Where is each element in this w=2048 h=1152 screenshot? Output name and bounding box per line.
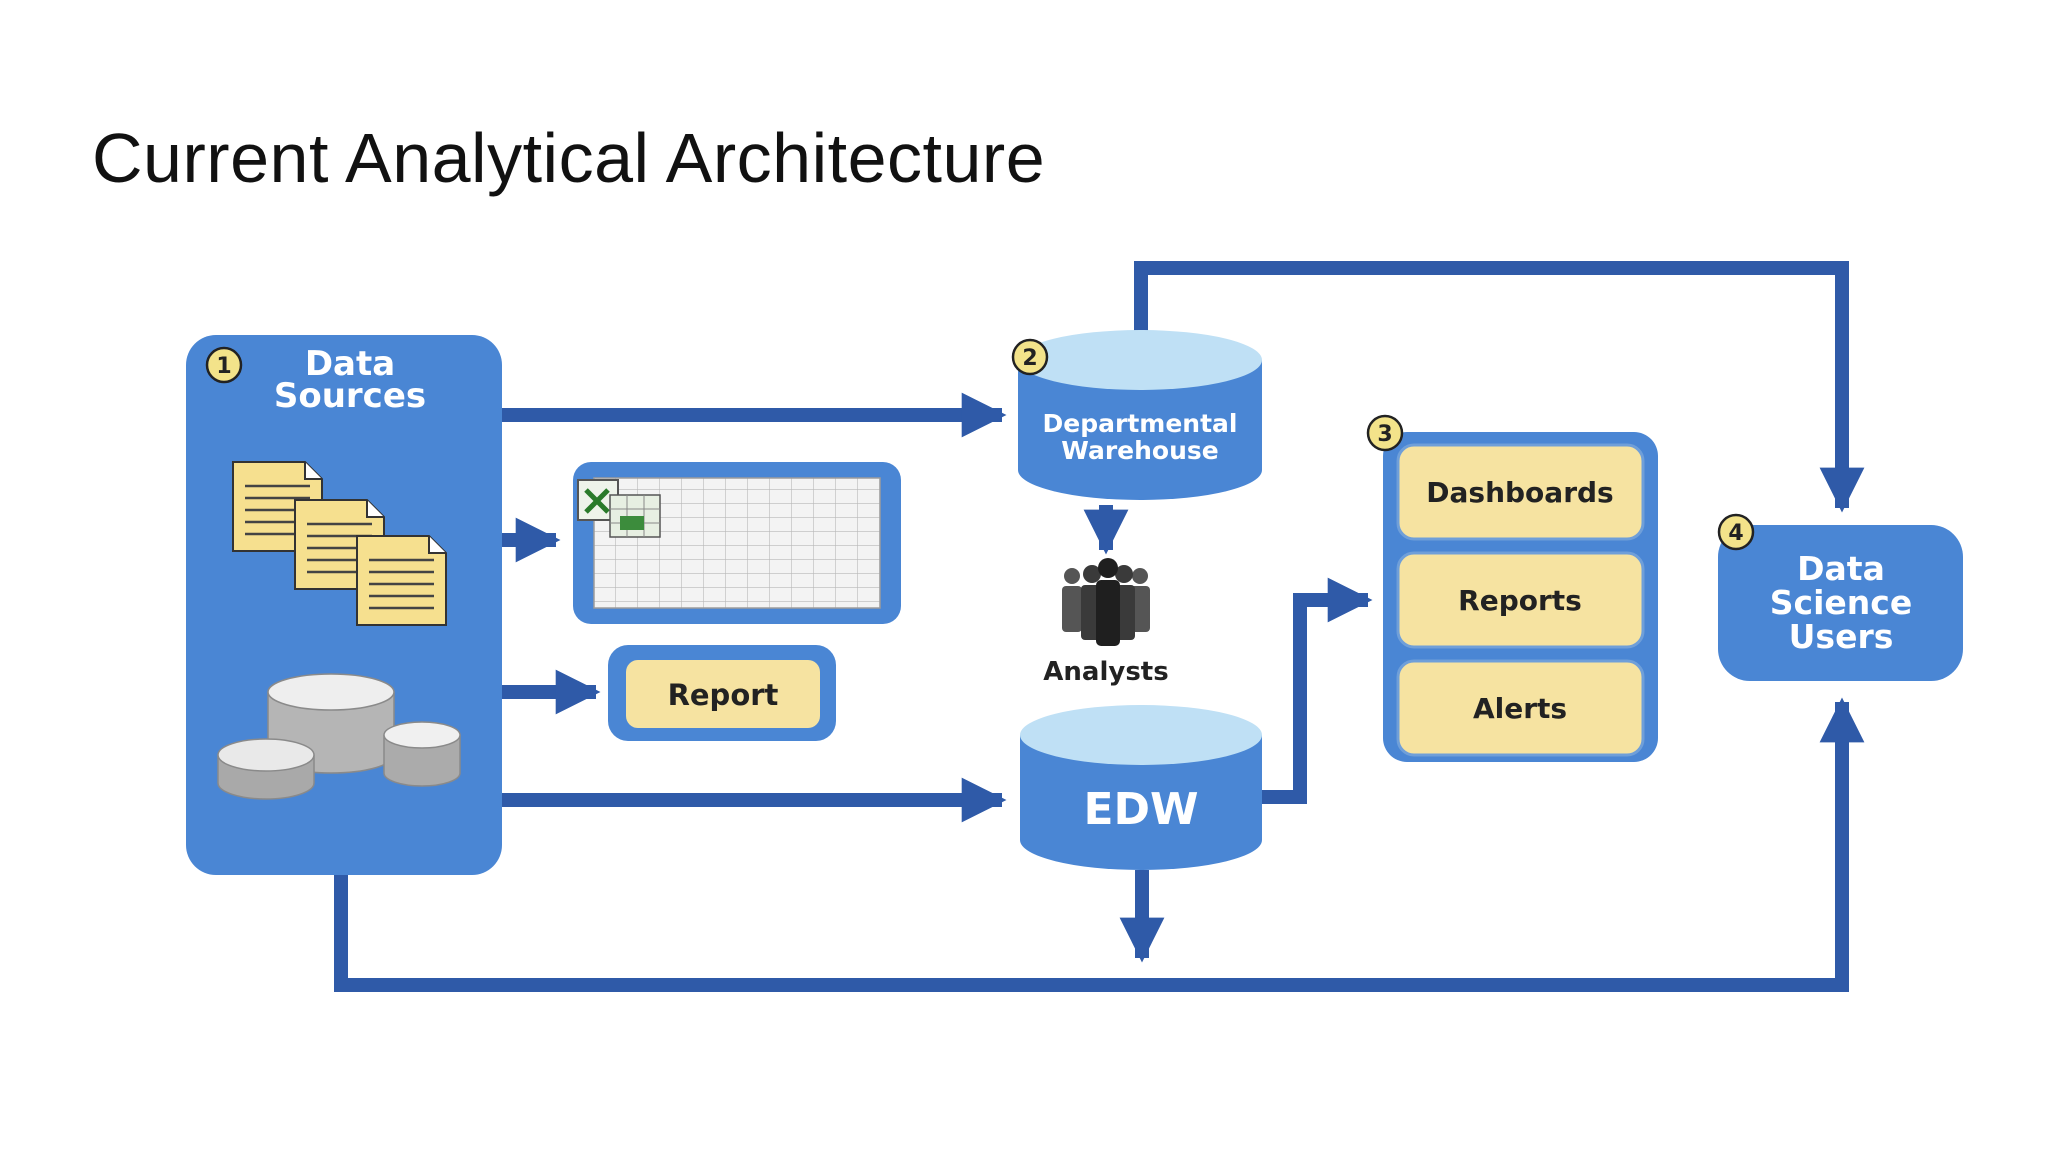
badge-4 [1717, 513, 1755, 551]
badge-1 [205, 346, 243, 384]
arrow-warehouse-to-data-science [1134, 261, 1865, 513]
reports-label: Reports [1458, 584, 1582, 617]
output-item-reports: Reports [1396, 551, 1645, 649]
data-science-label-line1: Data [1797, 549, 1885, 588]
report-panel: Report [608, 645, 836, 741]
data-science-users-panel: 4 Data Science Users [1717, 513, 1963, 681]
analysts-group: Analysts [1043, 558, 1169, 687]
data-sources-panel: 1 Data Sources [186, 335, 502, 875]
alerts-label: Alerts [1473, 692, 1567, 725]
badge-3 [1366, 414, 1404, 452]
warehouse-label-line1: Departmental [1043, 409, 1238, 438]
output-item-alerts: Alerts [1396, 659, 1645, 757]
departmental-warehouse-cylinder: 2 Departmental Warehouse [1011, 330, 1262, 500]
arrow-sources-to-data-science [334, 697, 1865, 992]
data-science-label-line2: Science [1770, 583, 1912, 622]
analysts-label: Analysts [1043, 657, 1168, 687]
edw-cylinder: EDW [1020, 705, 1262, 870]
data-sources-label-line2: Sources [274, 376, 426, 416]
people-group-icon [1062, 558, 1150, 646]
slide-title: Current Analytical Architecture [92, 119, 1046, 197]
data-sources-label-line1: Data [305, 344, 395, 384]
output-item-dashboards: Dashboards [1396, 443, 1645, 541]
badge-4-number: 4 [1728, 521, 1743, 546]
report-label: Report [668, 678, 779, 712]
dashboards-label: Dashboards [1426, 476, 1613, 509]
documents-icon [232, 461, 447, 626]
badge-2-number: 2 [1022, 346, 1037, 371]
spreadsheet-panel [573, 462, 901, 624]
outputs-panel: 3 Dashboards Reports Alerts [1366, 414, 1658, 762]
connectors [334, 261, 1865, 992]
badge-2 [1011, 338, 1049, 376]
warehouse-label-line2: Warehouse [1061, 436, 1218, 465]
database-disks-icon [217, 673, 461, 800]
data-science-label-line3: Users [1789, 617, 1894, 656]
arrow-edw-to-outputs [1262, 577, 1373, 804]
edw-label: EDW [1083, 784, 1198, 835]
badge-1-number: 1 [216, 354, 231, 379]
excel-spreadsheet-icon [577, 479, 661, 538]
badge-3-number: 3 [1377, 422, 1392, 447]
